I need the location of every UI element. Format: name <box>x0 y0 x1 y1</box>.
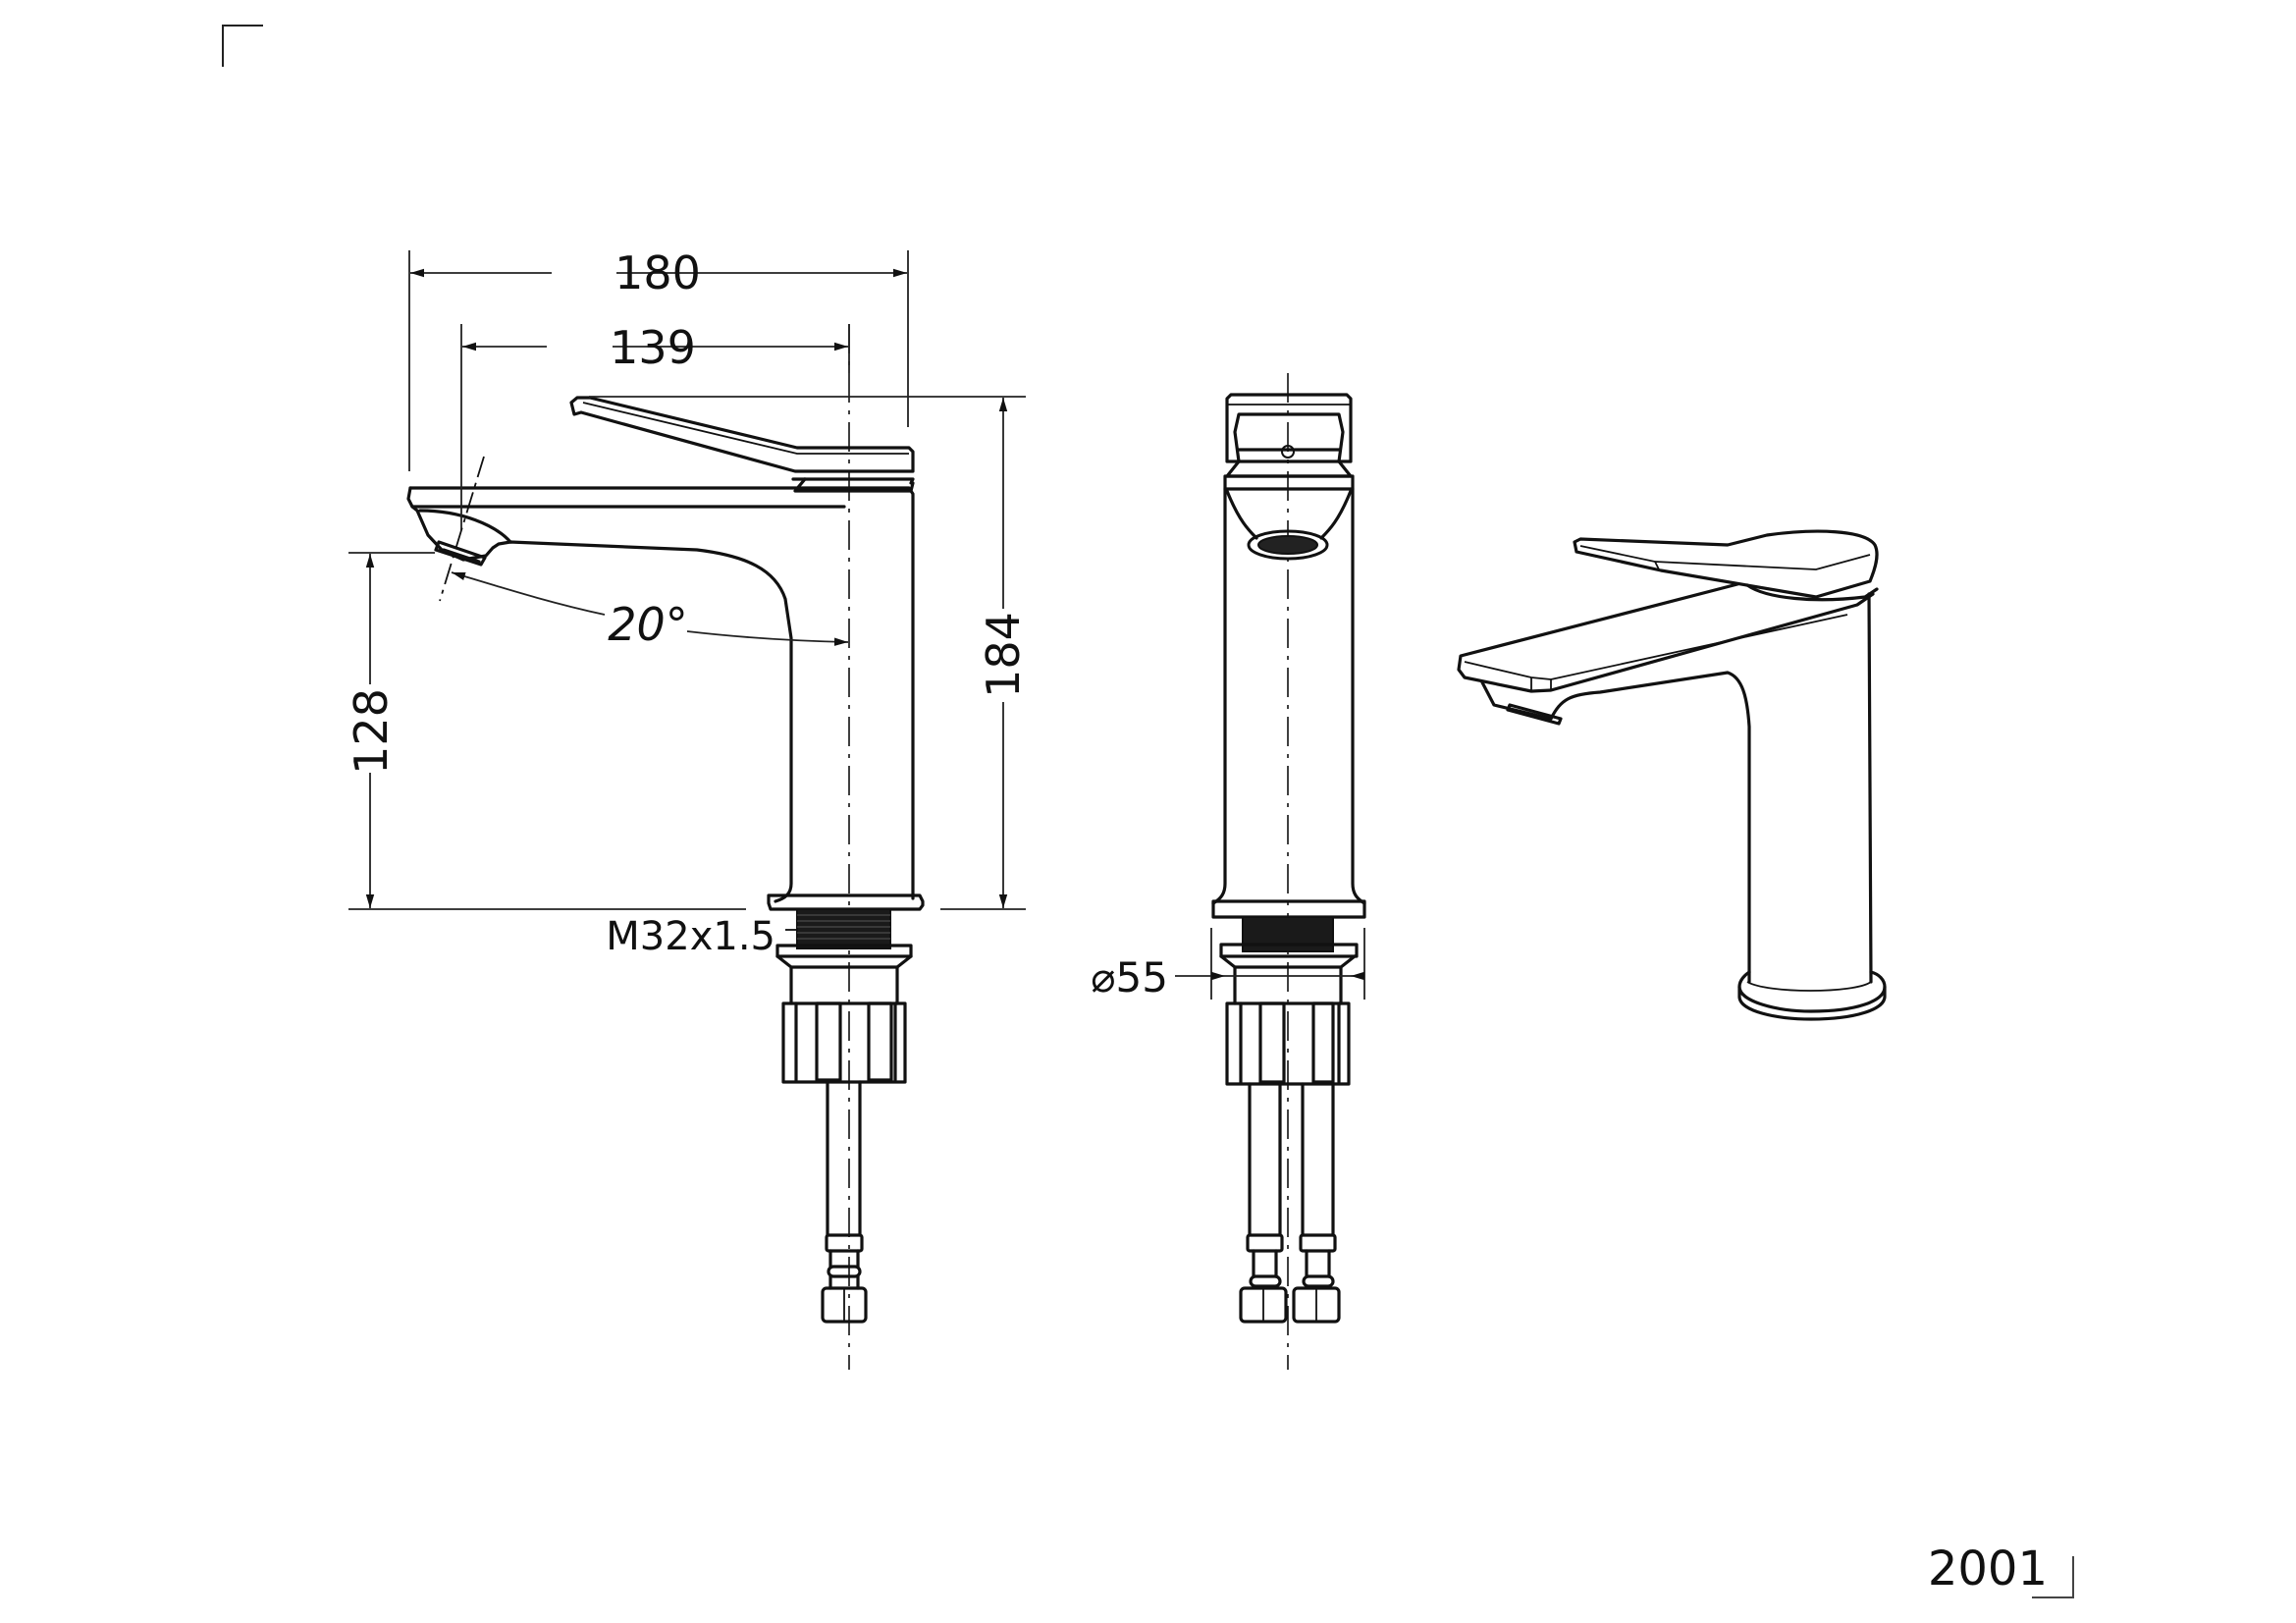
corner-mark-top-left <box>222 25 263 67</box>
side-elevation-view <box>406 324 925 1370</box>
drawing-number: 2001 <box>1928 1542 2048 1596</box>
dim-139-label: 139 <box>610 321 696 374</box>
dim-angle-label: 20° <box>608 598 688 651</box>
thread-label: M32x1.5 <box>606 914 775 959</box>
dimension-spout-reach: 139 <box>460 321 850 530</box>
dimension-overall-length: 180 <box>408 246 909 471</box>
dim-128-label: 128 <box>345 688 398 775</box>
front-elevation-view <box>1211 373 1366 1370</box>
dimension-spout-height: 128 <box>345 552 746 910</box>
dim-diameter-label: ⌀55 <box>1091 953 1168 1001</box>
dimension-overall-height: 184 <box>589 396 1030 910</box>
dimension-base-diameter: ⌀55 <box>1091 928 1365 1001</box>
dim-184-label: 184 <box>977 612 1030 698</box>
dim-180-label: 180 <box>614 246 701 299</box>
isometric-view <box>1457 529 1887 1021</box>
corner-mark-bottom-right <box>2032 1556 2074 1598</box>
thread-section <box>796 908 891 949</box>
dimension-spout-angle: 20° <box>439 456 849 651</box>
thread-section-front <box>1242 916 1334 952</box>
